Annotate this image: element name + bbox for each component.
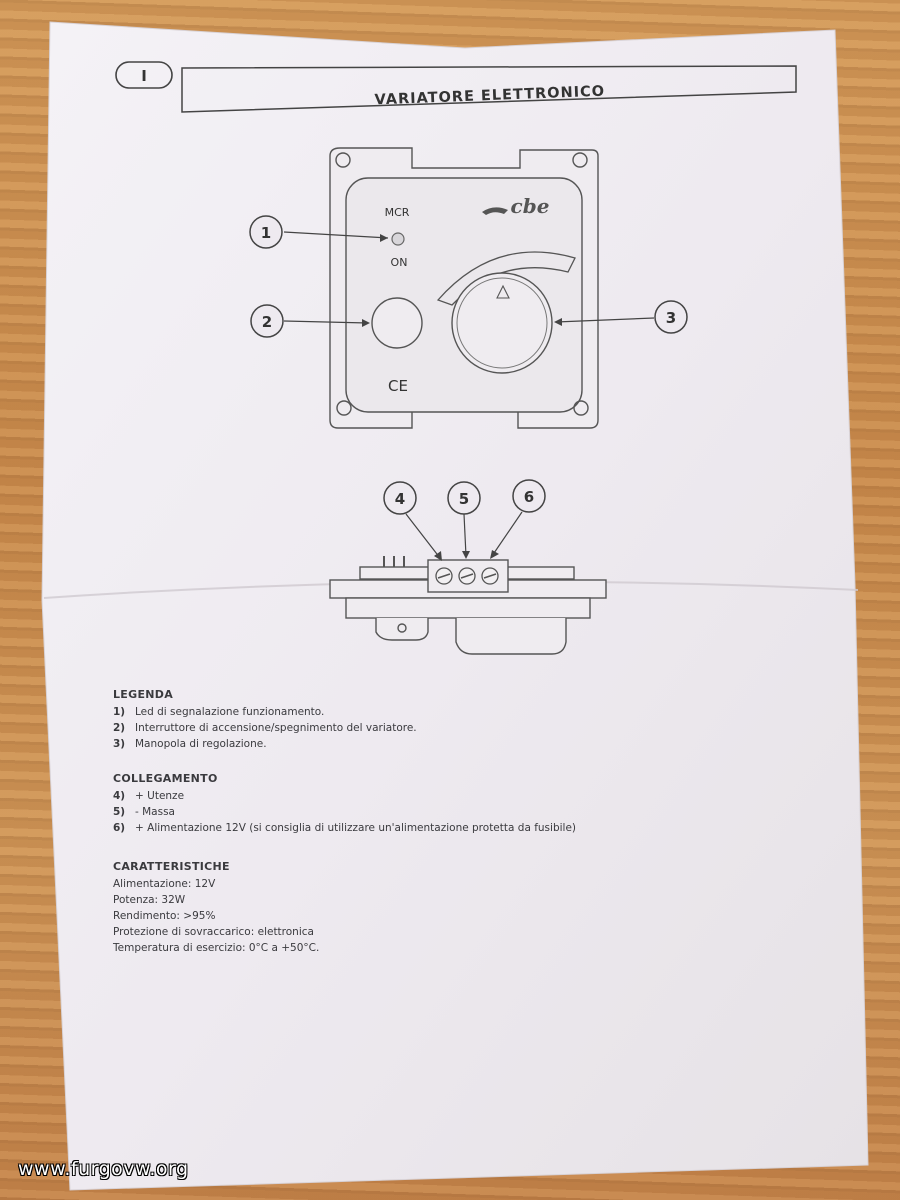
site-watermark: www.furgovw.org	[18, 1158, 189, 1180]
callout-6: 6	[524, 488, 534, 506]
caratteristiche-title: CARATTERISTICHE	[113, 860, 230, 873]
collegamento-title: COLLEGAMENTO	[113, 772, 218, 785]
callout-5: 5	[459, 490, 469, 508]
led-label-top: MCR	[385, 206, 410, 219]
brand-logo: cbe	[511, 194, 550, 218]
list-item: 4)+ Utenze	[113, 790, 185, 802]
on-off-switch	[371, 297, 423, 349]
callout-1: 1	[261, 224, 271, 242]
list-item: 6)+ Alimentazione 12V (si consiglia di u…	[113, 822, 577, 834]
list-item: 5)- Massa	[113, 806, 175, 818]
device-front-view	[329, 147, 599, 429]
callout-2-circle	[250, 304, 284, 338]
spec-item: Temperatura di esercizio: 0°C a +50°C.	[113, 942, 320, 954]
led-indicator	[391, 232, 405, 246]
callout-6-circle	[512, 479, 546, 513]
ce-mark: CE	[388, 377, 408, 395]
list-item: 3)Manopola di regolazione.	[113, 738, 267, 750]
collegamento-section: COLLEGAMENTO 4)+ Utenze 5)- Massa 6)+ Al…	[113, 772, 753, 836]
callout-3: 3	[666, 309, 676, 327]
spec-item: Potenza: 32W	[113, 894, 186, 906]
terminal-screws	[435, 567, 499, 585]
knob-marker-icon	[496, 284, 510, 299]
callout-2: 2	[262, 313, 272, 331]
spec-item: Alimentazione: 12V	[113, 878, 216, 890]
regulation-knob	[451, 272, 553, 374]
page-tag-pill	[115, 61, 173, 89]
brand-logo-mark	[482, 207, 508, 215]
spec-item: Protezione di sovraccarico: elettronica	[113, 926, 314, 938]
callout-1-circle	[249, 215, 283, 249]
legenda-section: LEGENDA 1)Led di segnalazione funzioname…	[113, 688, 753, 752]
device-side-view	[329, 556, 607, 655]
legenda-title: LEGENDA	[113, 688, 174, 701]
callout-5-circle	[447, 481, 481, 515]
list-item: 2)Interruttore di accensione/spegnimento…	[113, 722, 417, 734]
callout-3-circle	[654, 300, 688, 334]
callout-4: 4	[395, 490, 405, 508]
led-label-bottom: ON	[391, 256, 408, 269]
callout-4-circle	[383, 481, 417, 515]
page-tag: I	[141, 67, 147, 85]
caratteristiche-section: CARATTERISTICHE Alimentazione: 12V Poten…	[113, 860, 753, 956]
spec-item: Rendimento: >95%	[113, 910, 216, 922]
list-item: 1)Led di segnalazione funzionamento.	[113, 706, 325, 718]
title-bar	[181, 65, 797, 113]
